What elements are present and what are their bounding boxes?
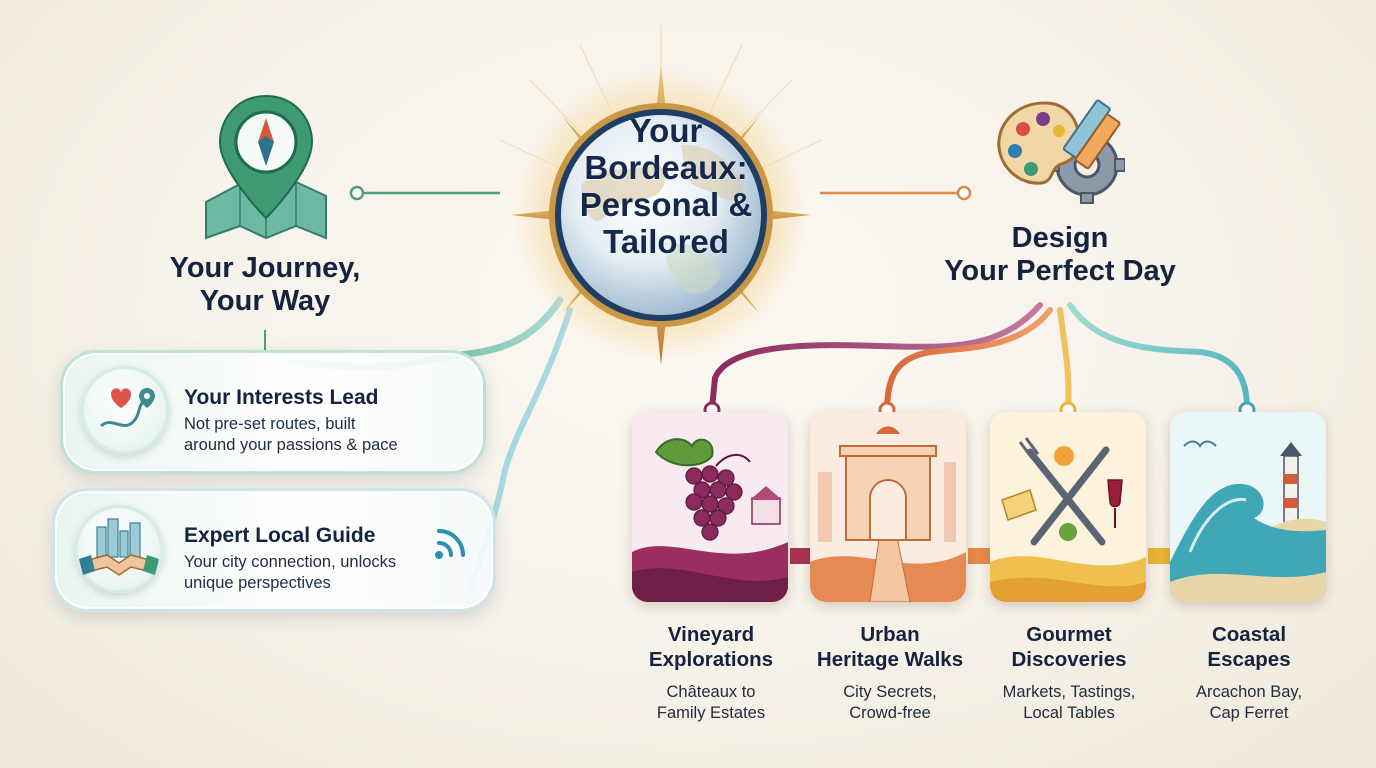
- card-title: Your Interests Lead: [184, 386, 379, 409]
- tile-title-line: Vineyard: [667, 623, 755, 646]
- tile-title-line: Explorations: [648, 648, 774, 671]
- hub-title-line: Your: [629, 112, 703, 149]
- card-text-line: unique perspectives: [184, 574, 331, 592]
- grapes-icon: [632, 412, 788, 602]
- tile-subtitle: Arcachon Bay, Cap Ferret: [1159, 682, 1339, 724]
- tile-subtitle: Markets, Tastings, Local Tables: [979, 682, 1159, 724]
- right-title-line: Your Perfect Day: [944, 255, 1176, 287]
- left-title-line: Your Way: [199, 285, 331, 317]
- tile-title-line: Heritage Walks: [816, 648, 964, 671]
- left-title-line: Your Journey,: [169, 252, 361, 284]
- tile-title-line: Urban: [860, 623, 920, 646]
- card-expert-local-guide: Expert Local Guide Your city connection,…: [52, 488, 496, 612]
- card-text-line: Your city connection, unlocks: [184, 553, 397, 571]
- heart-route-icon: [81, 366, 169, 454]
- card-text: Not pre-set routes, built around your pa…: [184, 414, 398, 456]
- palette-gear-icon: [997, 99, 1125, 204]
- tile-sub-line: City Secrets,: [843, 683, 937, 701]
- hub-title: Your Bordeaux: Personal & Tailored: [546, 112, 786, 260]
- signal-waves-icon: [435, 529, 465, 559]
- hub-title-line: Personal &: [579, 186, 753, 223]
- map-pin-compass-icon: [205, 94, 327, 240]
- card-text-line: around your passions & pace: [184, 436, 398, 454]
- tile-sub-line: Family Estates: [656, 704, 766, 722]
- right-title-line: Design: [1011, 222, 1109, 254]
- tile-sub-line: Cap Ferret: [1209, 704, 1289, 722]
- tile-sub-line: Local Tables: [1023, 704, 1115, 722]
- hub-title-line: Tailored: [603, 223, 729, 260]
- tile-coastal-escapes[interactable]: [1170, 412, 1326, 602]
- card-text: Your city connection, unlocks unique per…: [184, 552, 396, 594]
- tile-sub-line: Arcachon Bay,: [1195, 683, 1303, 701]
- tile-title: Urban Heritage Walks: [800, 622, 980, 672]
- tile-title-line: Coastal: [1211, 623, 1287, 646]
- tile-title-line: Gourmet: [1026, 623, 1112, 646]
- tile-gourmet-discoveries[interactable]: [990, 412, 1146, 602]
- hub-globe-icon: [511, 65, 811, 365]
- tile-sub-line: Châteaux to: [666, 683, 756, 701]
- hub-title-line: Bordeaux:: [584, 149, 748, 186]
- tile-subtitle: City Secrets, Crowd-free: [800, 682, 980, 724]
- tile-title: Gourmet Discoveries: [979, 622, 1159, 672]
- tile-title: Coastal Escapes: [1159, 622, 1339, 672]
- tile-sub-line: Markets, Tastings,: [1002, 683, 1136, 701]
- left-section-title: Your Journey, Your Way: [150, 252, 380, 318]
- tile-title-line: Discoveries: [1011, 648, 1127, 671]
- tile-title-line: Escapes: [1207, 648, 1291, 671]
- arch-icon: [810, 412, 966, 602]
- tile-vineyard-explorations[interactable]: [632, 412, 788, 602]
- tile-sub-line: Crowd-free: [849, 704, 931, 722]
- handshake-city-icon: [75, 505, 163, 593]
- tile-urban-heritage-walks[interactable]: [810, 412, 966, 602]
- fork-knife-icon: [990, 412, 1146, 602]
- card-title: Expert Local Guide: [184, 524, 376, 547]
- card-your-interests-lead: Your Interests Lead Not pre-set routes, …: [60, 350, 486, 474]
- wave-lighthouse-icon: [1170, 412, 1326, 602]
- right-section-title: Design Your Perfect Day: [930, 222, 1190, 288]
- tile-subtitle: Châteaux to Family Estates: [621, 682, 801, 724]
- card-text-line: Not pre-set routes, built: [184, 415, 356, 433]
- tile-title: Vineyard Explorations: [621, 622, 801, 672]
